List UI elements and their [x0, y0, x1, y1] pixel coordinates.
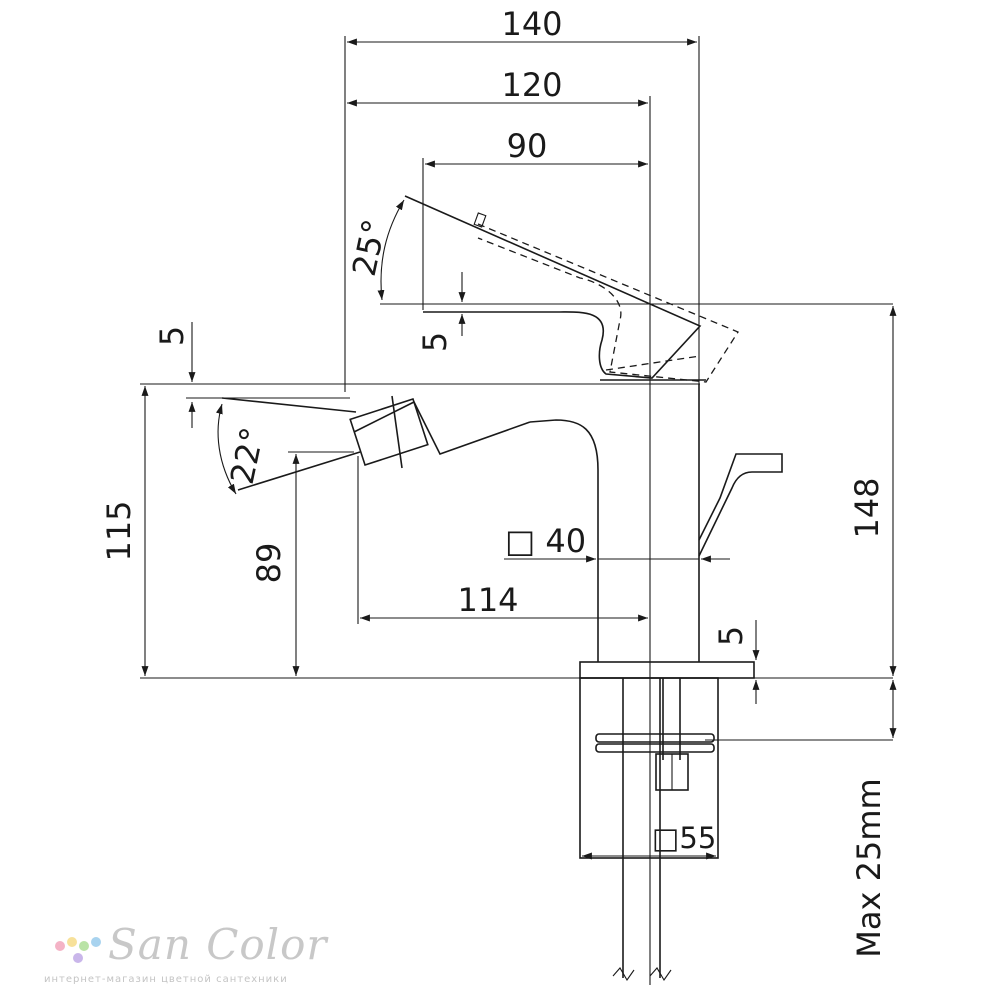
dim-label-120: 120	[501, 66, 562, 104]
logo-tagline: интернет-магазин цветной сантехники	[44, 974, 288, 985]
dim-label-5-left: 5	[153, 326, 191, 346]
handle-upper-edge	[221, 397, 357, 413]
logo-name: San Color	[108, 920, 328, 969]
spout-top-outline	[404, 195, 702, 379]
angle-arc-25	[377, 199, 405, 301]
dim-label-55: □55	[652, 821, 716, 855]
dim-label-5-base: 5	[712, 626, 750, 646]
washer-bottom	[595, 743, 715, 753]
dim-label-89: 89	[250, 543, 288, 584]
spout-dashed-inner	[605, 355, 701, 371]
dim-label-148: 148	[848, 477, 886, 538]
brand-logo: San Color интернет-магазин цветной санте…	[42, 918, 326, 992]
handle-block	[349, 397, 429, 467]
body-neck-curve	[529, 419, 599, 560]
washer-top	[595, 733, 715, 743]
handle-block-split	[391, 395, 403, 469]
base-plate	[579, 661, 755, 679]
dim-label-140: 140	[501, 5, 562, 43]
logo-dots-icon	[55, 937, 101, 963]
angle-label-22: 22°	[223, 424, 272, 487]
dim-label-5-spout: 5	[416, 332, 454, 352]
spout-marker-tab	[473, 212, 487, 228]
dim-label-114: 114	[457, 581, 518, 619]
rear-lever-outline	[698, 453, 783, 557]
dim-label-115: 115	[100, 500, 138, 561]
dim-label-90: 90	[507, 127, 548, 165]
pipe-break-symbol	[612, 967, 672, 982]
dim-label-40: □ 40	[505, 522, 586, 560]
dim-label-max-25: Max 25mm	[850, 778, 888, 957]
handle-lever-outline	[353, 400, 531, 455]
angle-label-25: 25°	[345, 216, 394, 279]
angle-arc-22	[215, 403, 237, 495]
